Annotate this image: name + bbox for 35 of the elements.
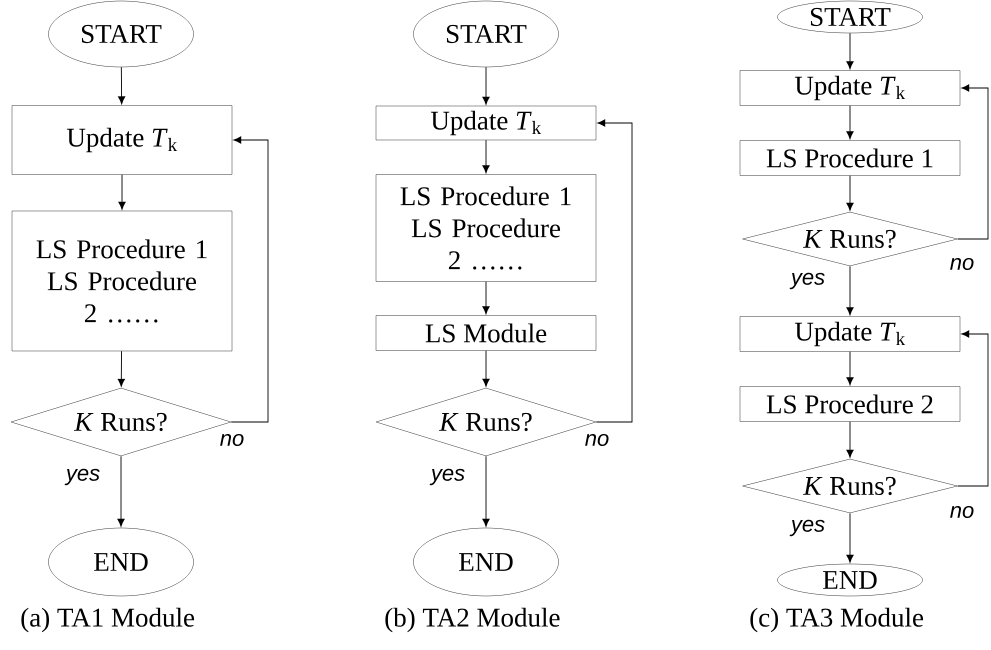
arrow [846,105,854,140]
arrow [118,174,126,210]
process-box: LS Procedure 1 [740,140,960,176]
arrow [846,266,854,316]
arrow [846,175,854,211]
edge-label: yes [790,520,825,536]
process-box: LS Procedure 2 [740,386,960,422]
arrow [482,140,490,174]
arrow [846,351,854,386]
arrow [482,66,490,105]
arrow [482,456,490,527]
arrow [596,119,632,422]
process-box: Update T$_{k}$ [740,70,960,106]
arrow [482,350,490,387]
edge-label: yes [430,468,465,486]
arrow [117,456,125,527]
edge-label: no [585,434,609,446]
process-box: LS Module [376,315,596,351]
arrow [118,66,126,104]
process-box: LS Procedure 1 LS Procedure 2 …… [376,174,596,282]
arrow [846,32,854,70]
process-box: Update T$_{k}$ [740,316,960,352]
edge-label: no [220,434,244,446]
arrow [230,136,268,422]
arrow [957,84,988,240]
arrow [957,330,988,486]
edge-label: yes [790,272,825,290]
process-box: Update T$_{k}$ [376,106,596,140]
process-box: Update T$_{k}$ [12,105,232,175]
arrow [482,281,490,314]
arrow [118,350,125,387]
arrow [846,512,854,563]
process-box: LS Procedure 1 LS Procedure 2 …… [12,210,232,352]
arrow [846,421,854,458]
edge-label: yes [64,468,100,486]
